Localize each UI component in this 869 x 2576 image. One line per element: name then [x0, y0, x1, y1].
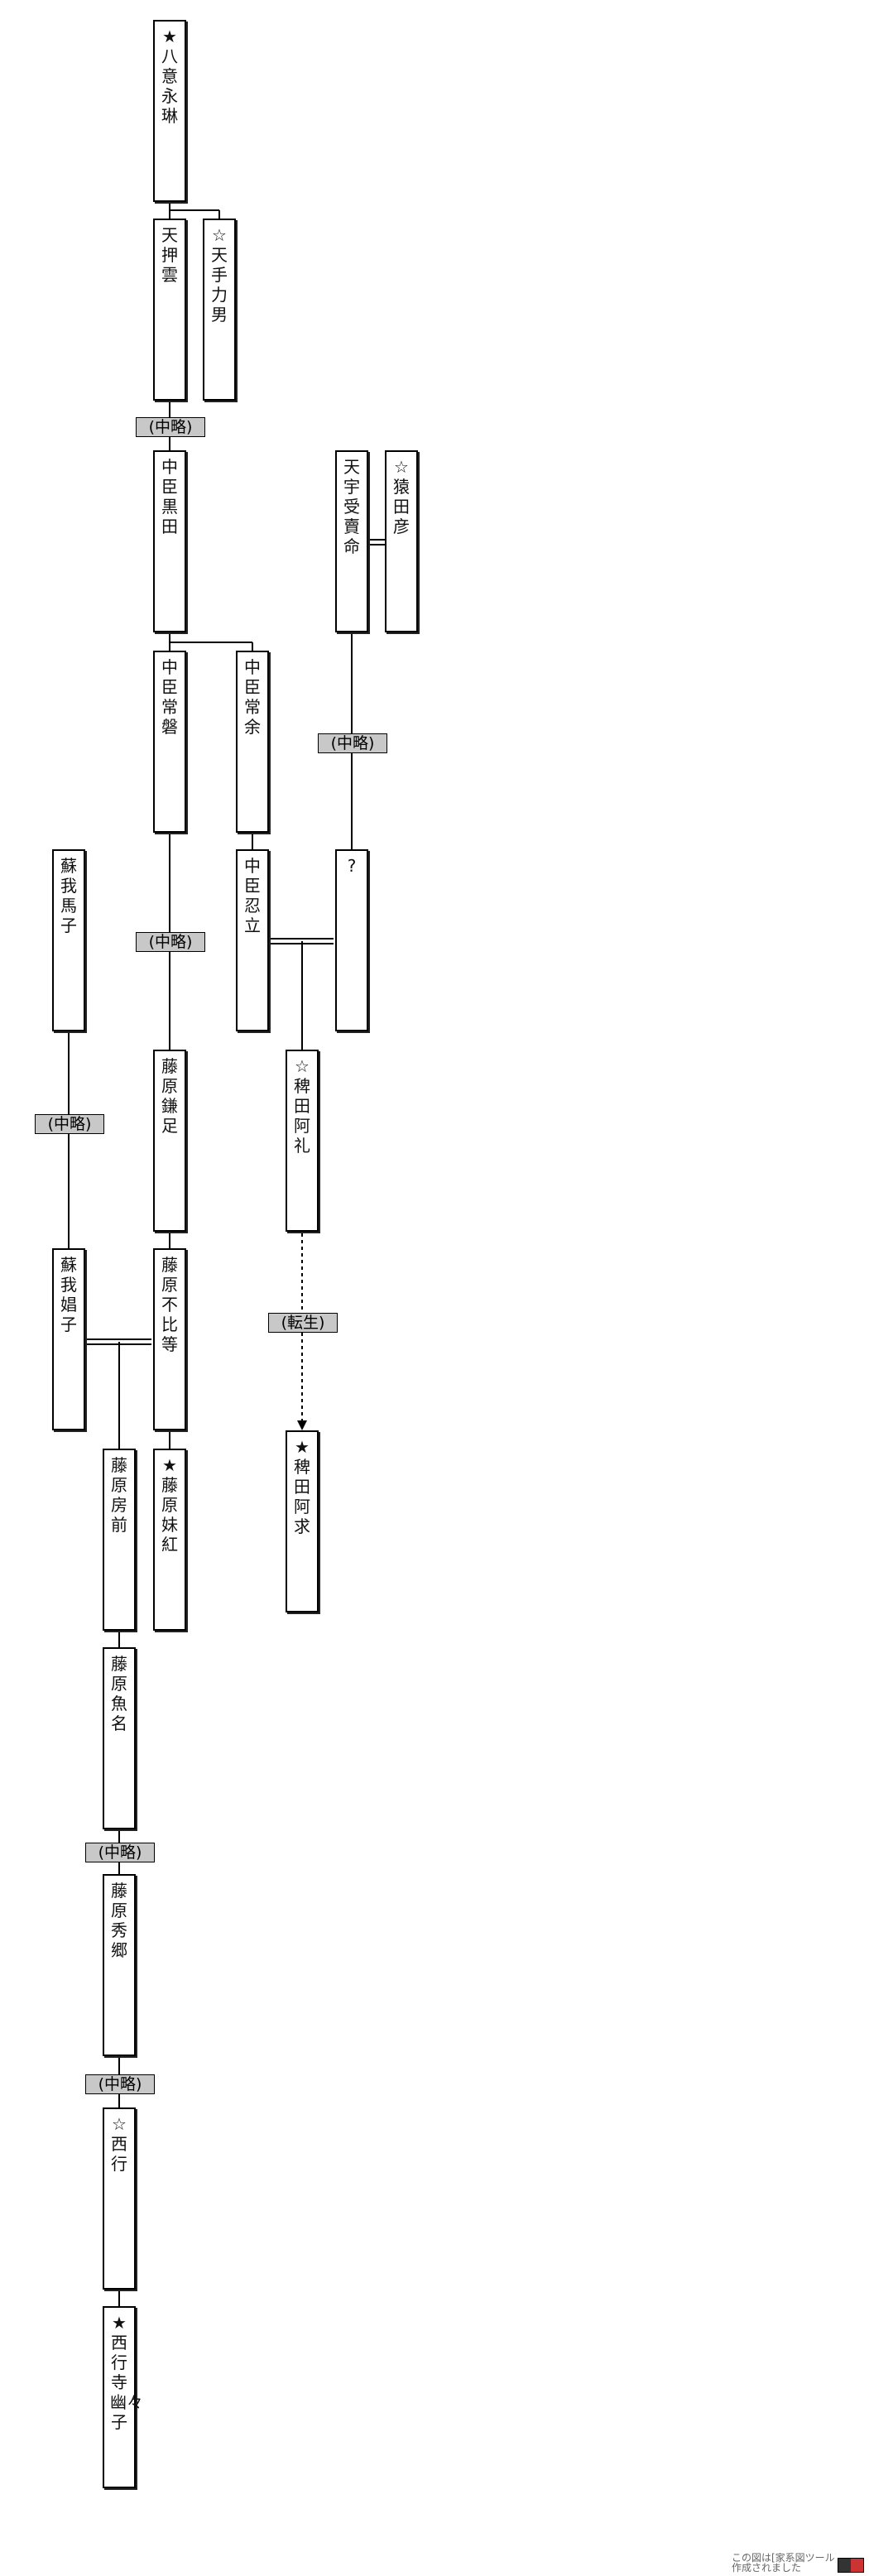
person-node-amenotajikarao: ☆天手力男 [203, 219, 236, 401]
person-name: ☆天手力男 [211, 225, 228, 324]
person-name: 藤原鎌足 [161, 1056, 178, 1136]
reincarnation-label: (転生) [268, 1313, 338, 1333]
person-name: 天宇受賣命 [343, 457, 360, 556]
person-node-amenouzume: 天宇受賣命 [335, 450, 368, 632]
omitted-label: (中略) [136, 417, 205, 437]
person-name: 藤原魚名 [111, 1654, 127, 1733]
person-name: 藤原秀郷 [111, 1881, 127, 1960]
person-node-hieda-akyu: ★稗田阿求 [286, 1430, 319, 1612]
footer-line-1: この図は[家系図ツール]で [732, 2553, 836, 2563]
footer-line-2: 作成されました [732, 2563, 802, 2573]
person-name: 中臣常磐 [161, 657, 178, 737]
person-node-fujiwara-fusasaki: 藤原房前 [103, 1449, 136, 1631]
person-node-soga-umako: 蘇我馬子 [52, 849, 85, 1031]
omitted-label: (中略) [85, 1843, 155, 1862]
person-node-sarutahiko: ☆猿田彦 [385, 450, 418, 632]
omitted-label: (中略) [136, 932, 205, 952]
person-name: 蘇我馬子 [60, 856, 77, 935]
person-node-nakatomi-tsunewa: 中臣常磐 [153, 651, 186, 833]
person-name: ☆西行 [111, 2114, 127, 2174]
footer-credit: この図は[家系図ツール]で 作成されました [732, 2553, 836, 2573]
person-node-fujiwara-uona: 藤原魚名 [103, 1647, 136, 1829]
person-node-saigyo: ☆西行 [103, 2107, 136, 2290]
person-name: ☆稗田阿礼 [294, 1056, 310, 1156]
person-node-nakatomi-kuroda: 中臣黒田 [153, 450, 186, 632]
omitted-label: (中略) [35, 1114, 104, 1134]
person-node-fujiwara-hidesato: 藤原秀郷 [103, 1874, 136, 2056]
person-node-unknown: ? [335, 849, 368, 1031]
person-name: 中臣常余 [244, 657, 261, 737]
person-node-amenooshikumo: 天押雲 [153, 219, 186, 401]
person-name: 藤原不比等 [161, 1255, 178, 1354]
person-name: 中臣黒田 [161, 457, 178, 536]
person-name: 中臣忍立 [244, 856, 261, 935]
person-node-yaiyoeirin: ★八意永琳 [153, 20, 186, 202]
person-name: ? [347, 856, 357, 876]
person-name: 天押雲 [161, 225, 178, 285]
person-node-saigyouji-yuyuko: ★西行寺幽々子 [103, 2306, 143, 2488]
person-node-hieda-are: ☆稗田阿礼 [286, 1050, 319, 1232]
person-node-nakatomi-tsuneyo: 中臣常余 [236, 651, 269, 833]
person-node-fujiwara-fuhito: 藤原不比等 [153, 1248, 186, 1430]
person-name: 蘇我娼子 [60, 1255, 77, 1334]
person-name: ★稗田阿求 [294, 1437, 310, 1536]
person-node-fujiwara-kamatari: 藤原鎌足 [153, 1050, 186, 1232]
person-name: 藤原房前 [111, 1455, 127, 1535]
family-tree-tool-icon[interactable] [838, 2558, 864, 2573]
omitted-label: (中略) [318, 733, 387, 753]
person-name: ☆猿田彦 [393, 457, 410, 536]
person-node-fujiwara-mokou: ★藤原妹紅 [153, 1449, 186, 1631]
person-name: ★藤原妹紅 [161, 1455, 178, 1555]
person-name: ★八意永琳 [161, 26, 178, 126]
person-node-soga-shoshi: 蘇我娼子 [52, 1248, 85, 1430]
person-name: ★西行寺幽々子 [110, 2313, 143, 2432]
omitted-label: (中略) [85, 2074, 155, 2094]
person-node-nakatomi-oshitate: 中臣忍立 [236, 849, 269, 1031]
